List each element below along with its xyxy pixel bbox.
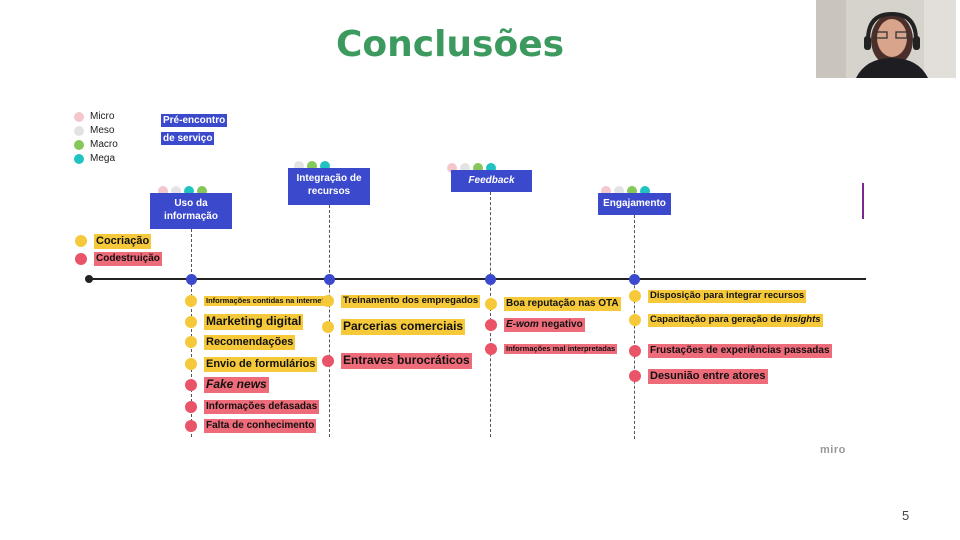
legend-item-meso: Meso xyxy=(74,125,118,136)
list-item: Capacitação para geração de insights xyxy=(629,314,823,327)
level-legend: Micro Meso Macro Mega xyxy=(74,111,118,164)
mega-dot-icon xyxy=(486,163,496,173)
timeline-node xyxy=(324,274,335,285)
stage-connector xyxy=(634,215,635,439)
list-item: Informações mal interpretadas xyxy=(485,343,618,355)
meso-dot-icon xyxy=(614,186,624,196)
timeline-start-dot xyxy=(85,275,93,283)
macro-dot-icon xyxy=(74,139,84,150)
mega-dot-icon xyxy=(184,186,194,196)
negative-dot-icon xyxy=(629,370,641,383)
positive-dot-icon xyxy=(185,315,197,328)
micro-dot-icon xyxy=(601,186,611,196)
timeline-axis xyxy=(88,278,866,280)
page-title: Conclusões xyxy=(335,24,565,65)
legend-label: Mega xyxy=(90,153,116,164)
miro-watermark: miro xyxy=(820,444,846,456)
legend-item-macro: Macro xyxy=(74,139,118,150)
positive-dot-icon xyxy=(322,320,334,333)
webcam-video xyxy=(816,0,956,78)
meso-dot-icon xyxy=(294,161,304,171)
timeline-node xyxy=(485,274,496,285)
negative-dot-icon xyxy=(629,344,641,357)
legend-label: Meso xyxy=(90,125,115,136)
negative-dot-icon xyxy=(185,400,197,413)
positive-dot-icon xyxy=(629,290,641,303)
edge-marker xyxy=(862,183,864,219)
positive-dot-icon xyxy=(185,295,197,307)
micro-dot-icon xyxy=(74,111,84,122)
page-number: 5 xyxy=(902,508,910,523)
meso-dot-icon xyxy=(171,186,181,196)
positive-dot-icon xyxy=(185,358,197,371)
list-item: Envio de formulários xyxy=(185,357,318,372)
positive-dot-icon xyxy=(485,297,497,310)
outcome-legend-codestruicao: Codestruição xyxy=(75,252,162,266)
micro-dot-icon xyxy=(447,163,457,173)
legend-label: Micro xyxy=(90,111,115,122)
stage-level-dots xyxy=(294,161,330,171)
negative-dot-icon xyxy=(185,378,197,391)
positive-dot-icon xyxy=(185,336,197,349)
list-item: Frustações de experiências passadas xyxy=(629,344,832,358)
mega-dot-icon xyxy=(640,186,650,196)
positive-dot-icon xyxy=(322,295,334,308)
list-item: Informações contidas na internet xyxy=(185,295,326,307)
stage-connector xyxy=(191,229,192,437)
list-item: Informações defasadas xyxy=(185,400,320,414)
macro-dot-icon xyxy=(627,186,637,196)
list-item: Treinamento dos empregados xyxy=(322,295,481,308)
list-item: Desunião entre atores xyxy=(629,369,768,384)
macro-dot-icon xyxy=(473,163,483,173)
positive-dot-icon xyxy=(629,314,641,327)
timeline-node xyxy=(186,274,197,285)
stage-uso-da-informacao: Uso da informação xyxy=(150,193,232,229)
timeline-node xyxy=(629,274,640,285)
list-item: E-wom negativo xyxy=(485,318,585,332)
list-item: Falta de conhecimento xyxy=(185,419,317,433)
list-item: Entraves burocráticos xyxy=(322,353,472,369)
micro-dot-icon xyxy=(158,186,168,196)
stage-engajamento: Engajamento xyxy=(598,193,671,215)
legend-item-micro: Micro xyxy=(74,111,118,122)
list-item: Fake news xyxy=(185,377,269,393)
mega-dot-icon xyxy=(74,153,84,164)
list-item: Recomendações xyxy=(185,335,296,350)
pre-encontro-label: Pré-encontro de serviço xyxy=(161,114,228,145)
list-item: Boa reputação nas OTA xyxy=(485,297,621,311)
negative-dot-icon xyxy=(322,354,334,367)
legend-item-mega: Mega xyxy=(74,153,118,164)
stage-integracao-de-recursos: Integração de recursos xyxy=(288,168,370,205)
negative-dot-icon xyxy=(485,318,497,331)
stage-connector xyxy=(490,192,491,437)
macro-dot-icon xyxy=(197,186,207,196)
list-item: Parcerias comerciais xyxy=(322,319,466,335)
list-item: Marketing digital xyxy=(185,314,304,330)
meso-dot-icon xyxy=(74,125,84,136)
stage-level-dots xyxy=(601,186,650,196)
mega-dot-icon xyxy=(320,161,330,171)
negative-dot-icon xyxy=(185,419,197,432)
stage-level-dots xyxy=(447,163,496,173)
stage-level-dots xyxy=(158,186,207,196)
negative-dot-icon xyxy=(75,252,87,265)
outcome-legend-cocriacao: Cocriação xyxy=(75,234,152,249)
stage-feedback: Feedback xyxy=(451,170,532,192)
negative-dot-icon xyxy=(485,343,497,355)
meso-dot-icon xyxy=(460,163,470,173)
macro-dot-icon xyxy=(307,161,317,171)
presenter-avatar xyxy=(816,0,956,78)
positive-dot-icon xyxy=(75,235,87,248)
legend-label: Macro xyxy=(90,139,118,150)
list-item: Disposição para integrar recursos xyxy=(629,290,807,303)
